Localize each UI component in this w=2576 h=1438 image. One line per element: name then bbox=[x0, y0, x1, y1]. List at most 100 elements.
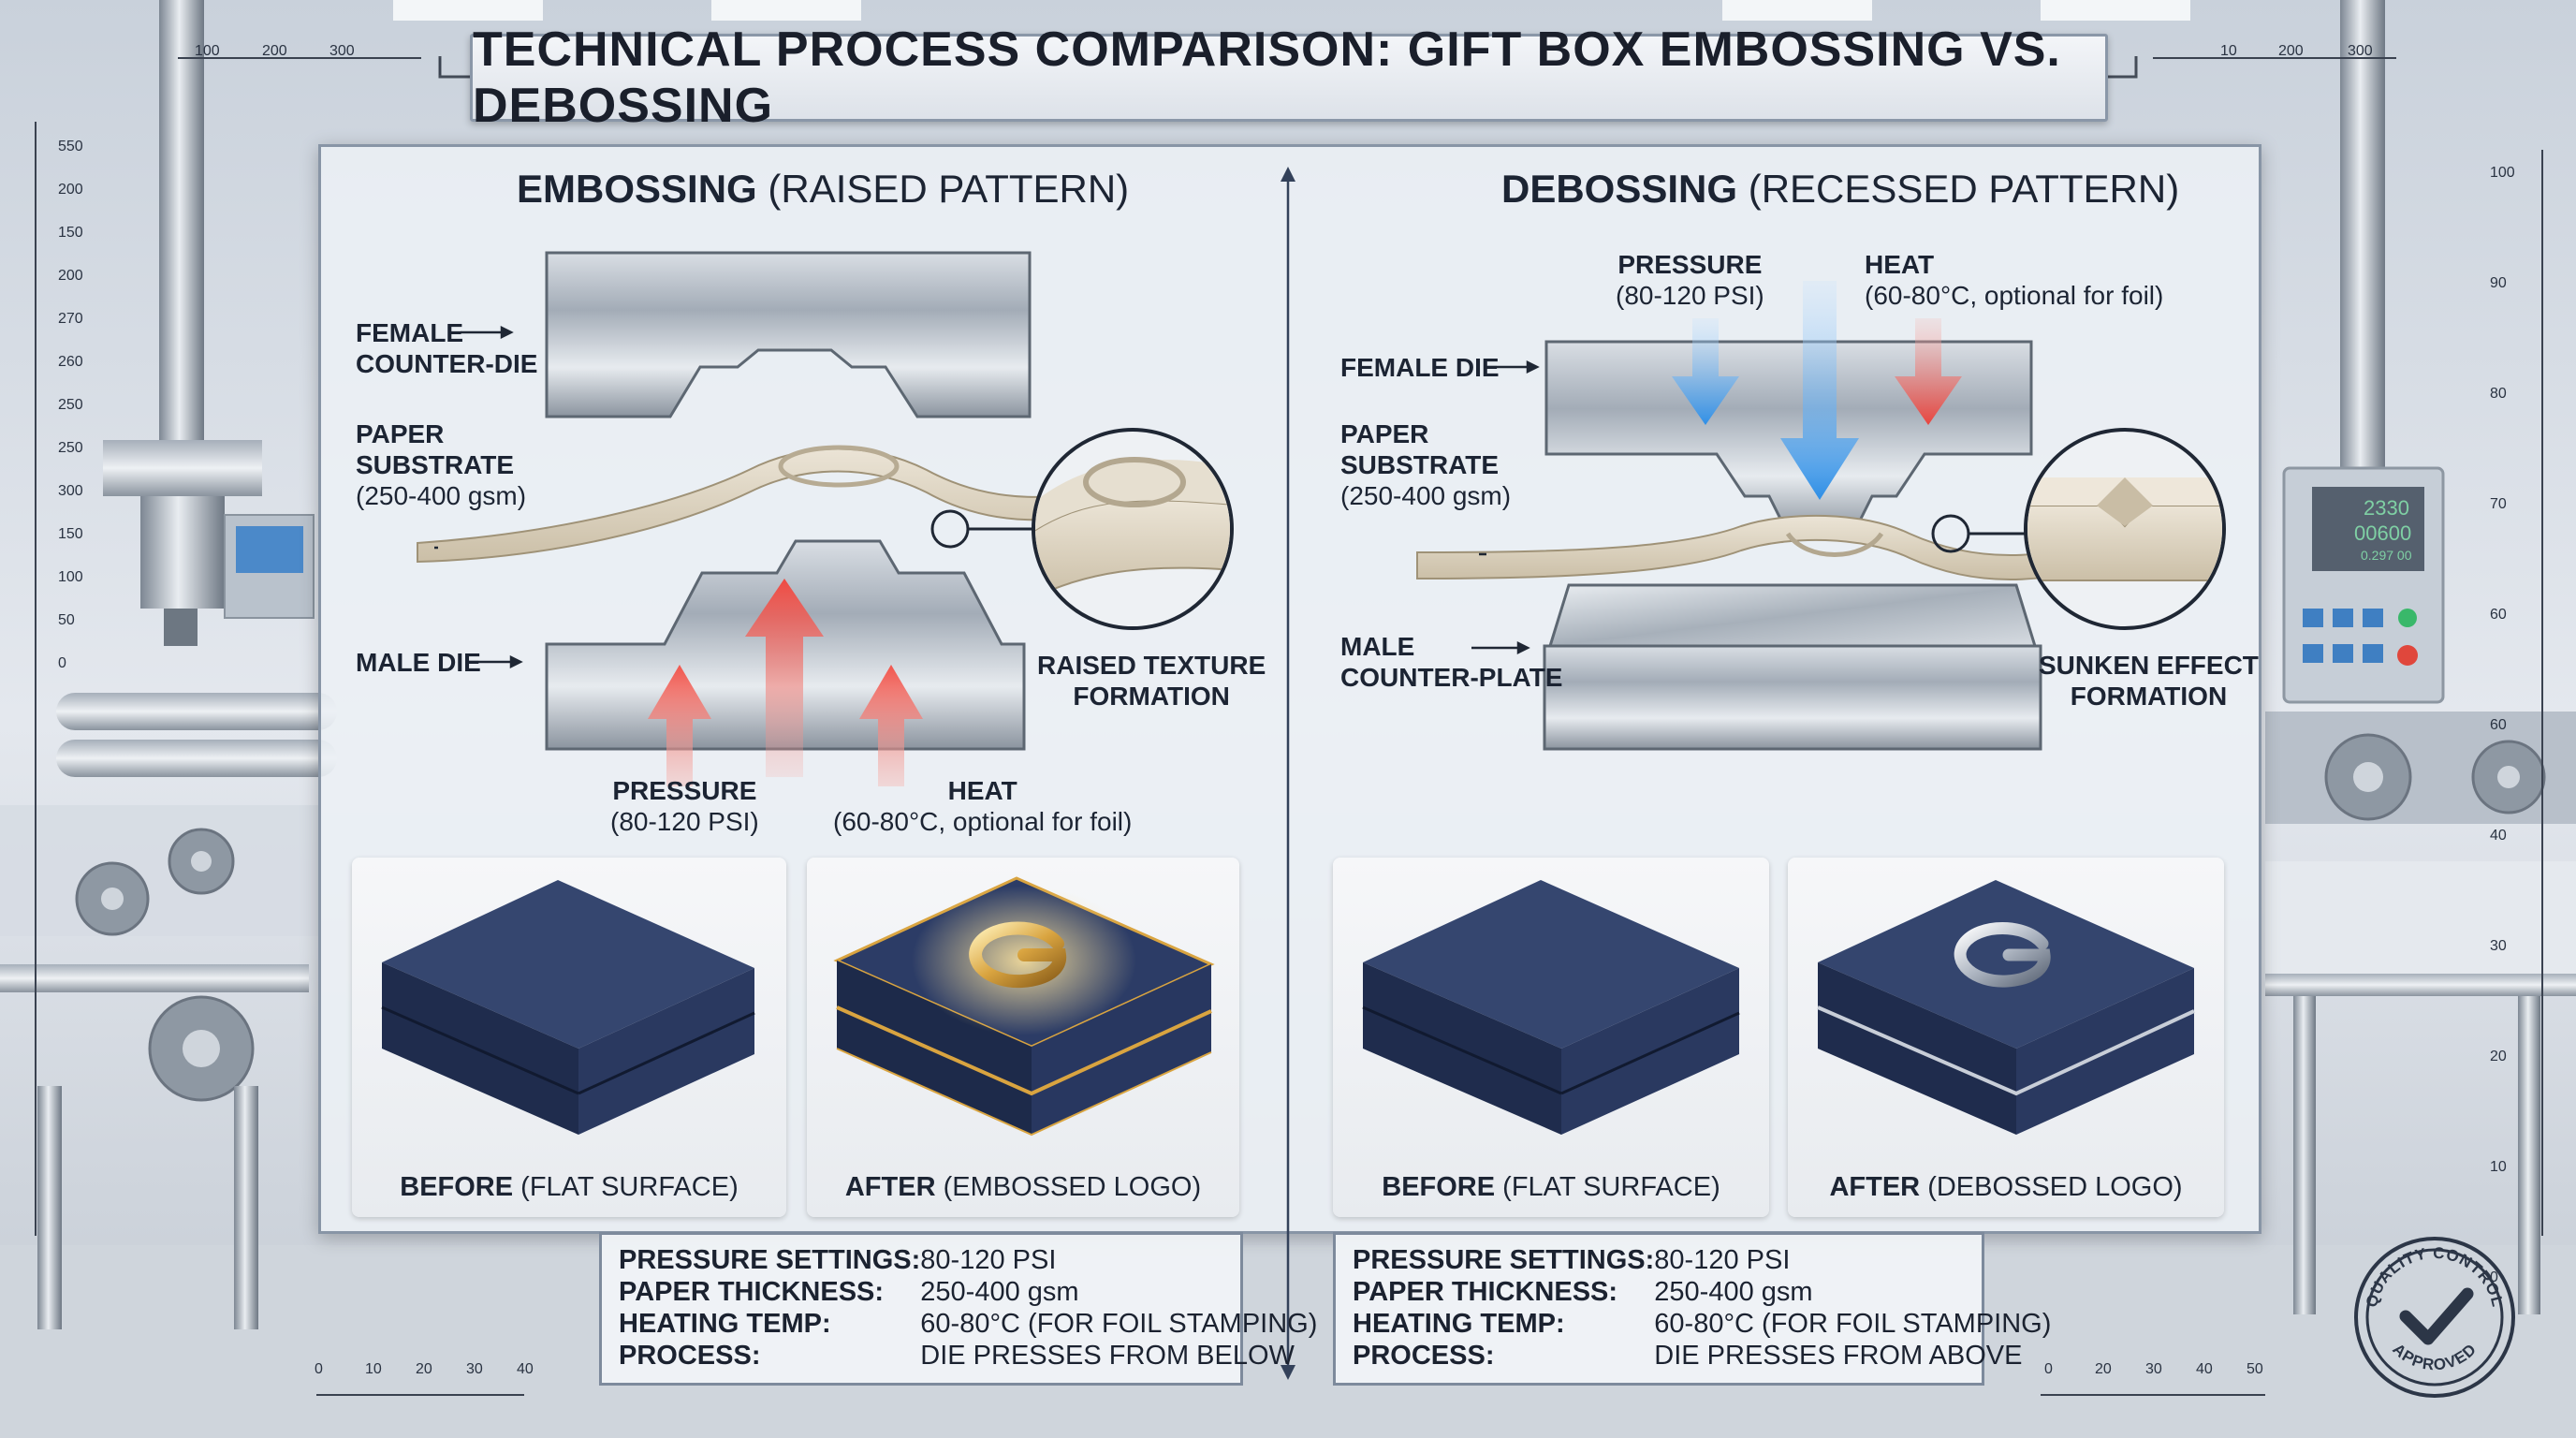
embossing-diagram bbox=[417, 251, 1234, 786]
embossing-before-caption: BEFORE (FLAT SURFACE) bbox=[400, 1172, 739, 1202]
ruler-tick-label: 80 bbox=[2490, 386, 2507, 402]
female-counter-die bbox=[545, 251, 1032, 418]
pressure-arrow-center bbox=[745, 579, 824, 777]
ruler-tick-label: 50 bbox=[2247, 1361, 2263, 1377]
ruler-tick-label: 30 bbox=[466, 1361, 483, 1377]
ruler-tick-label: 260 bbox=[58, 354, 83, 370]
spec-row: PROCESS:DIE PRESSES FROM ABOVE bbox=[1353, 1341, 2023, 1371]
spec-row: PROCESS:DIE PRESSES FROM BELOW bbox=[619, 1341, 1295, 1371]
label-female-counter-die: FEMALE COUNTER-DIE bbox=[356, 318, 538, 378]
machine-display-line-1: 2330 bbox=[2364, 496, 2409, 520]
ruler-tick-label: 30 bbox=[2490, 938, 2507, 954]
ruler-tick-label: 200 bbox=[2278, 43, 2304, 59]
embossing-heading-rest: (RAISED PATTERN) bbox=[768, 167, 1130, 211]
silver-logo-icon bbox=[1954, 922, 2051, 988]
ruler-tick-label: 200 bbox=[58, 182, 83, 198]
label-paper-substrate: PAPER SUBSTRATE (250-400 gsm) bbox=[1340, 419, 1512, 510]
ruler-tick-label: 300 bbox=[58, 483, 83, 499]
stamp-top-text: QUALITY CONTROL bbox=[2363, 1244, 2506, 1310]
ruler-tick-label: 30 bbox=[2145, 1361, 2162, 1377]
ruler-tick-label: 10 bbox=[365, 1361, 382, 1377]
pressure-arrow-left bbox=[648, 665, 711, 786]
ruler-tick-label: 0 bbox=[315, 1361, 323, 1377]
machine-display-line-2: 00600 bbox=[2354, 521, 2411, 545]
flat-gift-box bbox=[381, 880, 755, 1135]
ruler-tick-label: 0 bbox=[58, 655, 66, 671]
label-pressure-debossing: PRESSURE (80-120 PSI) bbox=[1616, 250, 1764, 310]
label-male-die: MALE DIE bbox=[356, 648, 481, 677]
pressure-arrow-center bbox=[1780, 281, 1859, 500]
ruler-tick-label: 40 bbox=[2196, 1361, 2213, 1377]
label-paper-substrate: PAPER SUBSTRATE (250-400 gsm) bbox=[356, 419, 527, 510]
quality-control-stamp: QUALITY CONTROL APPROVED bbox=[2354, 1237, 2515, 1398]
spec-row: HEATING TEMP:60-80°C (FOR FOIL STAMPING) bbox=[1353, 1309, 2052, 1339]
ruler-tick-label: 200 bbox=[58, 268, 83, 284]
debossing-before-caption: BEFORE (FLAT SURFACE) bbox=[1382, 1172, 1720, 1202]
label-sunken-effect: SUNKEN EFFECT FORMATION bbox=[2039, 651, 2259, 711]
ruler-tick-label: 270 bbox=[58, 311, 83, 327]
ruler-tick-label: 0 bbox=[2044, 1361, 2053, 1377]
stamp-bottom-text: APPROVED bbox=[2389, 1340, 2479, 1373]
label-heat-embossing: HEAT (60-80°C, optional for foil) bbox=[833, 776, 1133, 836]
heat-arrow-right bbox=[1895, 318, 1962, 425]
ruler-tick-label: 200 bbox=[262, 43, 287, 59]
center-divider bbox=[1281, 167, 1295, 1380]
gold-logo-icon bbox=[969, 921, 1067, 989]
embossing-heading: EMBOSSING (RAISED PATTERN) bbox=[517, 167, 1129, 212]
ruler-tick-label: 40 bbox=[517, 1361, 534, 1377]
spec-row: HEATING TEMP:60-80°C (FOR FOIL STAMPING) bbox=[619, 1309, 1318, 1339]
male-counter-plate bbox=[1543, 644, 2042, 751]
label-heat-debossing: HEAT (60-80°C, optional for foil) bbox=[1865, 250, 2164, 310]
debossing-heading-rest: (RECESSED PATTERN) bbox=[1748, 167, 2180, 211]
embossing-after-card: AFTER (EMBOSSED LOGO) bbox=[807, 858, 1239, 1217]
ruler-tick-label: 20 bbox=[2095, 1361, 2112, 1377]
spec-row: PAPER THICKNESS:250-400 gsm bbox=[619, 1277, 1079, 1307]
ruler-tick-label: 10 bbox=[2220, 43, 2237, 59]
embossing-before-card: BEFORE (FLAT SURFACE) bbox=[352, 858, 786, 1217]
label-pressure-embossing: PRESSURE (80-120 PSI) bbox=[610, 776, 759, 836]
debossing-after-caption: AFTER (DEBOSSED LOGO) bbox=[1829, 1172, 2183, 1202]
ruler-tick-label: 300 bbox=[2348, 43, 2373, 59]
ruler-tick-label: 550 bbox=[58, 139, 83, 154]
ruler-tick-label: 20 bbox=[2490, 1049, 2507, 1064]
debossing-after-card: AFTER (DEBOSSED LOGO) bbox=[1788, 858, 2224, 1217]
debossing-heading-bold: DEBOSSING bbox=[1501, 167, 1738, 211]
debossing-diagram bbox=[1416, 281, 2226, 751]
ruler-tick-label: 150 bbox=[58, 225, 83, 241]
ruler-tick-label: 10 bbox=[2490, 1159, 2507, 1175]
svg-text:APPROVED: APPROVED bbox=[2389, 1340, 2480, 1373]
ruler-tick-label: 50 bbox=[58, 612, 75, 628]
ruler-tick-label: 300 bbox=[329, 43, 355, 59]
label-raised-texture: RAISED TEXTURE FORMATION bbox=[1037, 651, 1266, 711]
page-title: TECHNICAL PROCESS COMPARISON: GIFT BOX E… bbox=[473, 22, 2061, 133]
ruler-tick-label: 60 bbox=[2490, 607, 2507, 623]
label-male-counter-plate: MALE COUNTER-PLATE bbox=[1340, 632, 1563, 692]
female-die bbox=[1544, 340, 2033, 536]
ruler-tick-label: 250 bbox=[58, 397, 83, 413]
checkmark-icon bbox=[2399, 1287, 2474, 1345]
pressure-heat-arrows bbox=[1672, 281, 1962, 500]
ruler-tick-label: 100 bbox=[195, 43, 220, 59]
sunken-logo-relief bbox=[1785, 532, 1884, 557]
heat-arrow-right bbox=[859, 665, 923, 786]
flat-gift-box bbox=[1362, 880, 1740, 1135]
embossing-after-caption: AFTER (EMBOSSED LOGO) bbox=[844, 1172, 1202, 1202]
ruler-tick-label: 250 bbox=[58, 440, 83, 456]
machine-display-line-3: 0.297 00 bbox=[2361, 548, 2412, 563]
ruler-tick-label: 20 bbox=[416, 1361, 432, 1377]
label-female-die: FEMALE DIE bbox=[1340, 353, 1500, 382]
ruler-tick-label: 0 bbox=[2490, 1269, 2498, 1285]
pressure-arrow-left bbox=[1672, 318, 1739, 425]
ruler-tick-label: 70 bbox=[2490, 496, 2507, 512]
spec-row: PRESSURE SETTINGS:80-120 PSI bbox=[1353, 1245, 1791, 1275]
ruler-tick-label: 100 bbox=[58, 569, 83, 585]
ruler-tick-label: 150 bbox=[58, 526, 83, 542]
title-banner: TECHNICAL PROCESS COMPARISON: GIFT BOX E… bbox=[470, 22, 2108, 133]
ruler-tick-label: 90 bbox=[2490, 275, 2507, 291]
embossed-gift-box bbox=[833, 876, 1215, 1137]
raised-logo-relief bbox=[778, 445, 900, 488]
embossing-zoom-detail bbox=[1032, 428, 1234, 630]
debossed-gift-box bbox=[1817, 880, 2195, 1135]
debossing-zoom-detail bbox=[2024, 428, 2226, 630]
debossing-before-card: BEFORE (FLAT SURFACE) bbox=[1333, 858, 1769, 1217]
